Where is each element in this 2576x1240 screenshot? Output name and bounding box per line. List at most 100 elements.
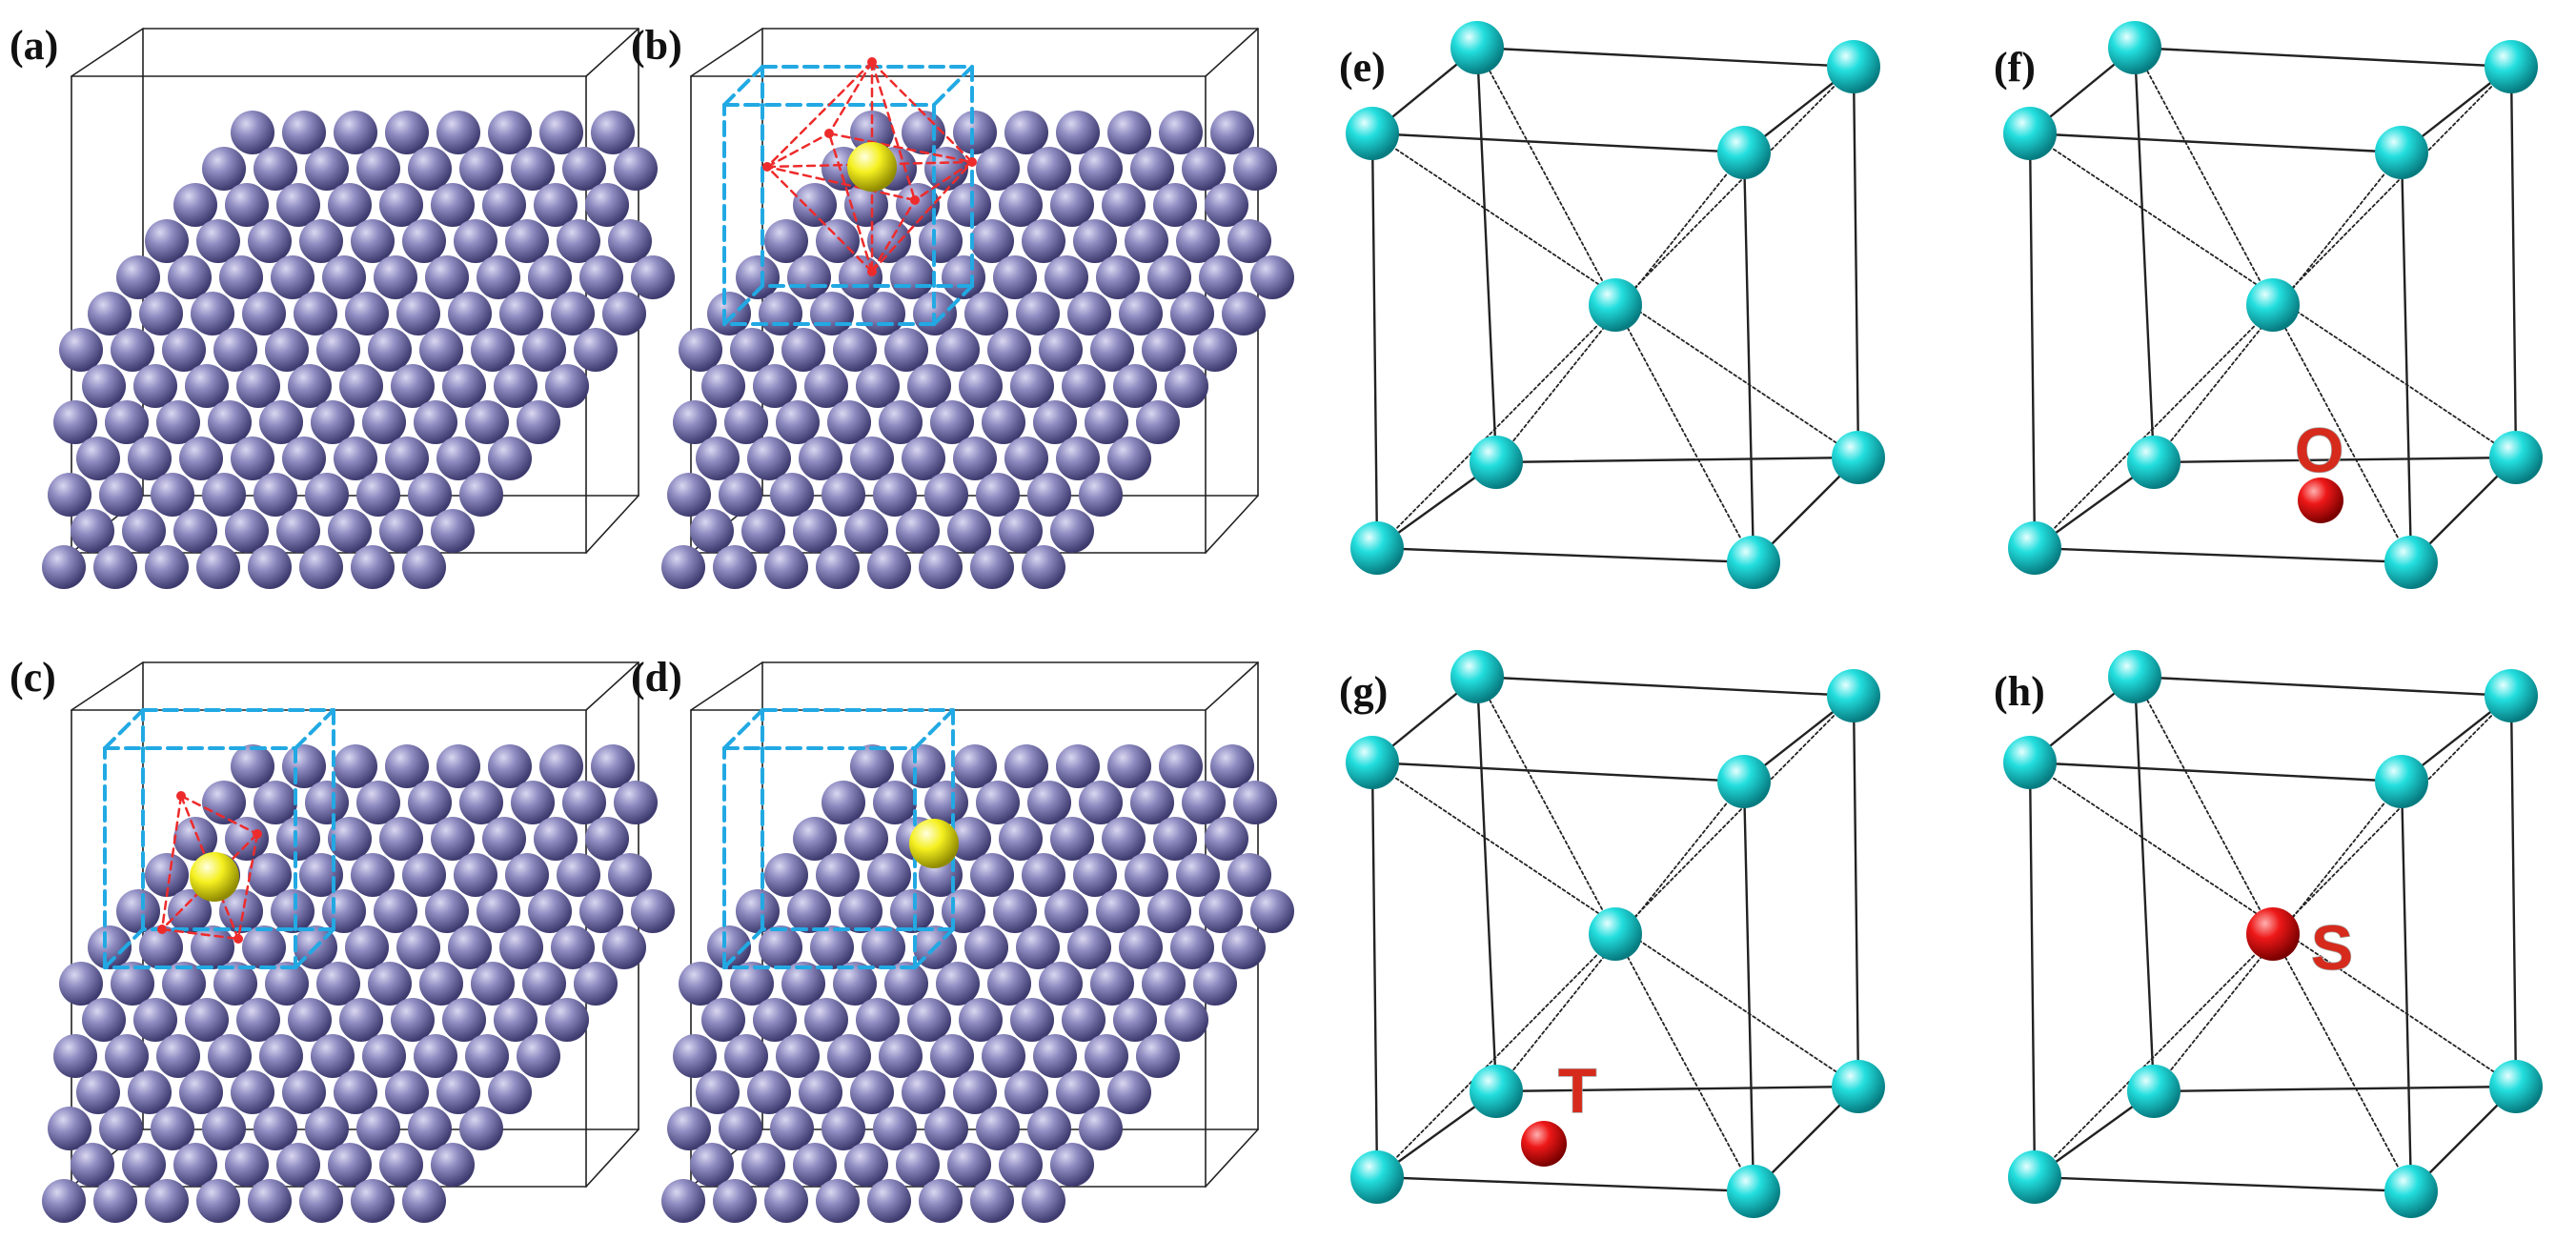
- lattice-atom: [631, 255, 675, 299]
- lattice-atom: [305, 781, 349, 824]
- lattice-atom: [696, 437, 740, 480]
- supercell-edge: [1205, 1128, 1259, 1188]
- corner-atom: [2108, 21, 2161, 74]
- lattice-atom: [1182, 781, 1226, 824]
- corner-atom: [1470, 1065, 1523, 1118]
- lattice-atom: [505, 219, 549, 263]
- supercell-edge: [1205, 495, 1259, 554]
- lattice-atom: [585, 183, 629, 227]
- lattice-atom: [202, 473, 246, 517]
- lattice-atom: [1193, 962, 1237, 1006]
- lattice-atom: [1125, 853, 1168, 897]
- lattice-atom: [265, 328, 309, 372]
- octahedral-interstitial-atom: [2298, 478, 2343, 523]
- lattice-atom: [1027, 781, 1071, 824]
- lattice-atom: [821, 473, 865, 517]
- lattice-atom: [299, 1179, 343, 1223]
- lattice-atom: [707, 925, 751, 969]
- lattice-atom: [539, 111, 583, 154]
- lattice-atom: [299, 853, 343, 897]
- lattice-atom: [402, 219, 446, 263]
- lattice-atom: [356, 781, 400, 824]
- site-label-octahedral: O: [2295, 415, 2343, 485]
- lattice-atom: [219, 889, 263, 933]
- lattice-atom: [993, 255, 1037, 299]
- lattice-atom: [953, 744, 997, 788]
- lattice-atom: [947, 183, 991, 227]
- corner-atom: [2003, 107, 2057, 160]
- lattice-atom: [1010, 998, 1054, 1042]
- lattice-atom: [661, 545, 705, 589]
- unit-cell-edge: [1375, 546, 1755, 564]
- lattice-atom: [890, 889, 934, 933]
- tetrahedron-edge: [160, 927, 240, 941]
- panel-e: [1346, 21, 1885, 589]
- lattice-atom: [53, 400, 97, 444]
- lattice-atom: [522, 328, 566, 372]
- lattice-atom: [884, 328, 928, 372]
- lattice-atom: [867, 545, 911, 589]
- lattice-atom: [488, 744, 532, 788]
- lattice-atom: [753, 998, 797, 1042]
- lattice-atom: [482, 817, 526, 861]
- lattice-atom: [254, 147, 297, 191]
- lattice-atom: [902, 1070, 945, 1114]
- lattice-atom: [368, 962, 412, 1006]
- lattice-atom: [162, 962, 206, 1006]
- supercell-edge: [71, 661, 144, 711]
- lattice-atom: [574, 962, 618, 1006]
- corner-atom: [1717, 755, 1771, 808]
- corner-atom: [1727, 1165, 1780, 1218]
- lattice-atom: [522, 962, 566, 1006]
- lattice-atom: [202, 147, 246, 191]
- lattice-atom: [970, 1179, 1014, 1223]
- lattice-atom: [999, 1143, 1043, 1187]
- panel-h: [2003, 650, 2543, 1218]
- lattice-atom: [793, 817, 837, 861]
- lattice-atom: [947, 509, 991, 553]
- lattice-atom: [902, 744, 945, 788]
- lattice-atom: [111, 962, 154, 1006]
- unit-cell-edge: [2028, 761, 2037, 1179]
- lattice-atom: [907, 998, 951, 1042]
- lattice-atom: [351, 219, 395, 263]
- lattice-atom: [494, 364, 538, 408]
- lattice-atom: [833, 328, 877, 372]
- corner-atom: [1350, 521, 1404, 575]
- lattice-atom: [305, 147, 349, 191]
- body-center-atom: [1589, 907, 1642, 961]
- lattice-atom: [225, 183, 269, 227]
- lattice-atom: [1147, 255, 1191, 299]
- lattice-atom: [1056, 744, 1100, 788]
- lattice-atom: [1107, 744, 1151, 788]
- lattice-atom: [254, 1107, 297, 1150]
- lattice-atom: [993, 889, 1037, 933]
- lattice-atom: [236, 998, 280, 1042]
- lattice-atom: [844, 509, 888, 553]
- body-diagonal: [2153, 781, 2403, 1092]
- lattice-atom: [890, 255, 934, 299]
- lattice-atom: [667, 1107, 711, 1150]
- lattice-atom: [276, 1143, 320, 1187]
- lattice-atom: [362, 1034, 406, 1078]
- substitutional-atom: [2246, 907, 2300, 961]
- lattice-atom: [753, 364, 797, 408]
- lattice-atom: [1067, 925, 1111, 969]
- lattice-atom: [156, 1034, 200, 1078]
- lattice-atom: [168, 255, 212, 299]
- lattice-atom: [356, 473, 400, 517]
- lattice-atom: [59, 962, 103, 1006]
- lattice-atom: [436, 744, 480, 788]
- lattice-atom: [953, 437, 997, 480]
- highlight-cell-edge: [722, 708, 764, 750]
- lattice-atom: [764, 545, 808, 589]
- lattice-atom: [1016, 292, 1060, 335]
- lattice-atom: [1050, 183, 1094, 227]
- lattice-atom: [896, 509, 940, 553]
- lattice-atom: [93, 1179, 137, 1223]
- unit-cell-edge: [1475, 675, 1498, 1093]
- lattice-atom: [724, 1034, 768, 1078]
- lattice-atom: [679, 328, 722, 372]
- lattice-atom: [116, 255, 160, 299]
- lattice-atom: [919, 219, 963, 263]
